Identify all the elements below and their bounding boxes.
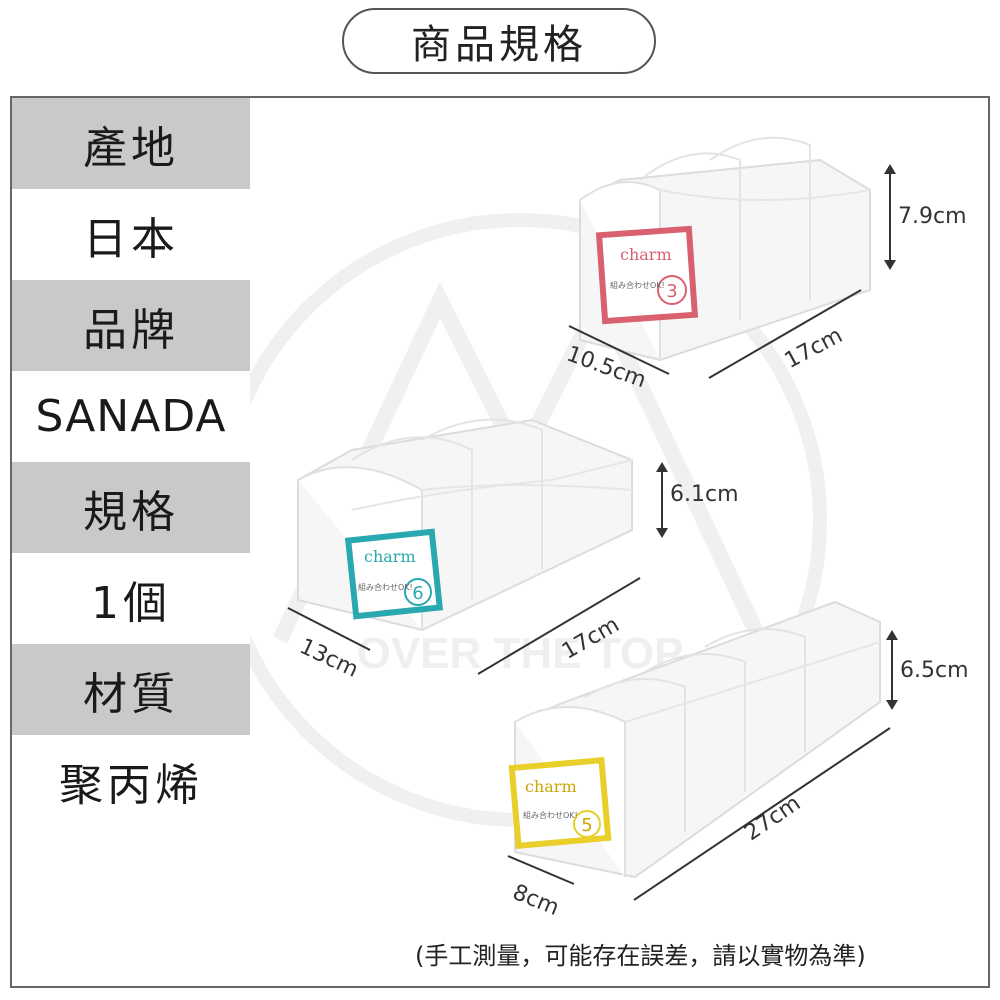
dim-height-1: 7.9cm (898, 204, 967, 229)
depth-arrow (507, 855, 575, 885)
product-label-brand: charm (620, 245, 672, 264)
spec-value-size: 1個 (12, 553, 250, 644)
product-label-number: 5 (581, 815, 592, 836)
product-image-3-slot: charm 3 組み合わせOK! (579, 136, 871, 362)
height-arrow (886, 630, 898, 710)
product-image-5-slot: charm 5 組み合わせOK! (508, 600, 881, 879)
height-arrow (884, 164, 896, 270)
product-label-brand: charm (364, 547, 416, 566)
dim-height-3: 6.5cm (900, 658, 969, 683)
content-frame (10, 96, 990, 988)
product-label-sub: 組み合わせOK! (358, 582, 413, 592)
depth-arrow (568, 325, 670, 375)
product-label-number: 3 (666, 281, 677, 302)
width-arrow (708, 289, 862, 379)
spec-header-material: 材質 (12, 644, 250, 735)
product-label-brand: charm (525, 777, 577, 796)
width-arrow (633, 727, 891, 901)
spec-header-brand: 品牌 (12, 280, 250, 371)
spec-header-origin: 產地 (12, 98, 250, 189)
width-arrow (477, 577, 641, 675)
product-label-sub: 組み合わせOK! (523, 810, 578, 820)
page-title: 商品規格 (342, 8, 656, 74)
product-label-number: 6 (412, 583, 423, 604)
spec-table: 產地 日本 品牌 SANADA 規格 1個 材質 聚丙烯 (12, 98, 250, 826)
dim-height-2: 6.1cm (670, 482, 739, 507)
depth-arrow (287, 607, 371, 651)
height-arrow (656, 462, 668, 538)
spec-value-origin: 日本 (12, 189, 250, 280)
spec-value-material: 聚丙烯 (12, 735, 250, 826)
spec-header-size: 規格 (12, 462, 250, 553)
spec-value-brand: SANADA (12, 371, 250, 462)
product-image-6-slot: charm 6 組み合わせOK! (297, 418, 633, 632)
product-label-sub: 組み合わせOK! (610, 280, 665, 290)
measurement-note: (手工測量，可能存在誤差，請以實物為準) (415, 942, 866, 970)
